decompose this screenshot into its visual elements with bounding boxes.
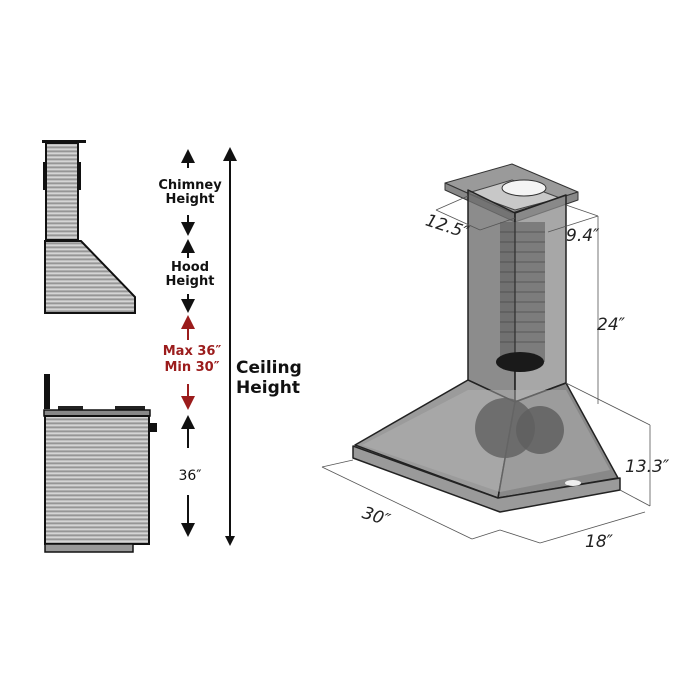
hood-height-dim: 13.3″ <box>625 457 670 477</box>
clearance-min-label: Min 30″ <box>164 360 220 375</box>
hood-3d-view <box>352 163 621 513</box>
chimney-height-dim: 24″ <box>597 315 625 335</box>
chimney-depth-dim: 9.4″ <box>566 226 600 246</box>
counter-height-label: 36″ <box>178 468 202 484</box>
hood-height-label: Hood Height <box>165 260 215 289</box>
hood-depth-dim: 18″ <box>585 532 613 552</box>
ceiling-height-label: Ceiling Height <box>236 358 302 399</box>
chimney-height-label: Chimney Height <box>158 178 222 207</box>
hood-side-view <box>42 140 136 314</box>
dimension-lines <box>321 195 651 544</box>
ceiling-arrow-bottom <box>225 536 235 546</box>
range-side-view <box>43 374 157 553</box>
clearance-max-label: Max 36″ <box>162 344 222 359</box>
